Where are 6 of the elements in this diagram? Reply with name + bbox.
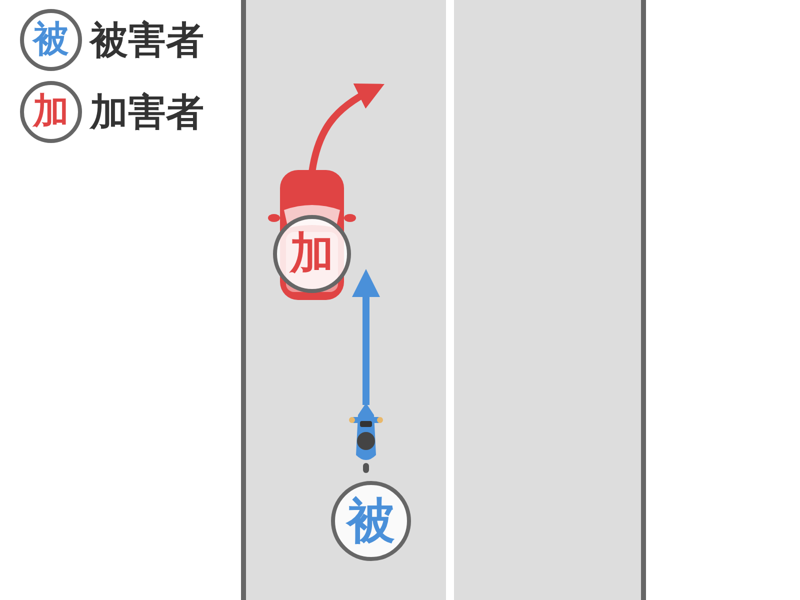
legend-label: 加害者 bbox=[90, 93, 204, 131]
legend-marker-circle: 加 bbox=[20, 81, 82, 143]
arrow bbox=[308, 84, 384, 173]
legend-label: 被害者 bbox=[90, 21, 204, 59]
legend-marker-circle: 被 bbox=[20, 9, 82, 71]
arrow bbox=[352, 269, 380, 405]
